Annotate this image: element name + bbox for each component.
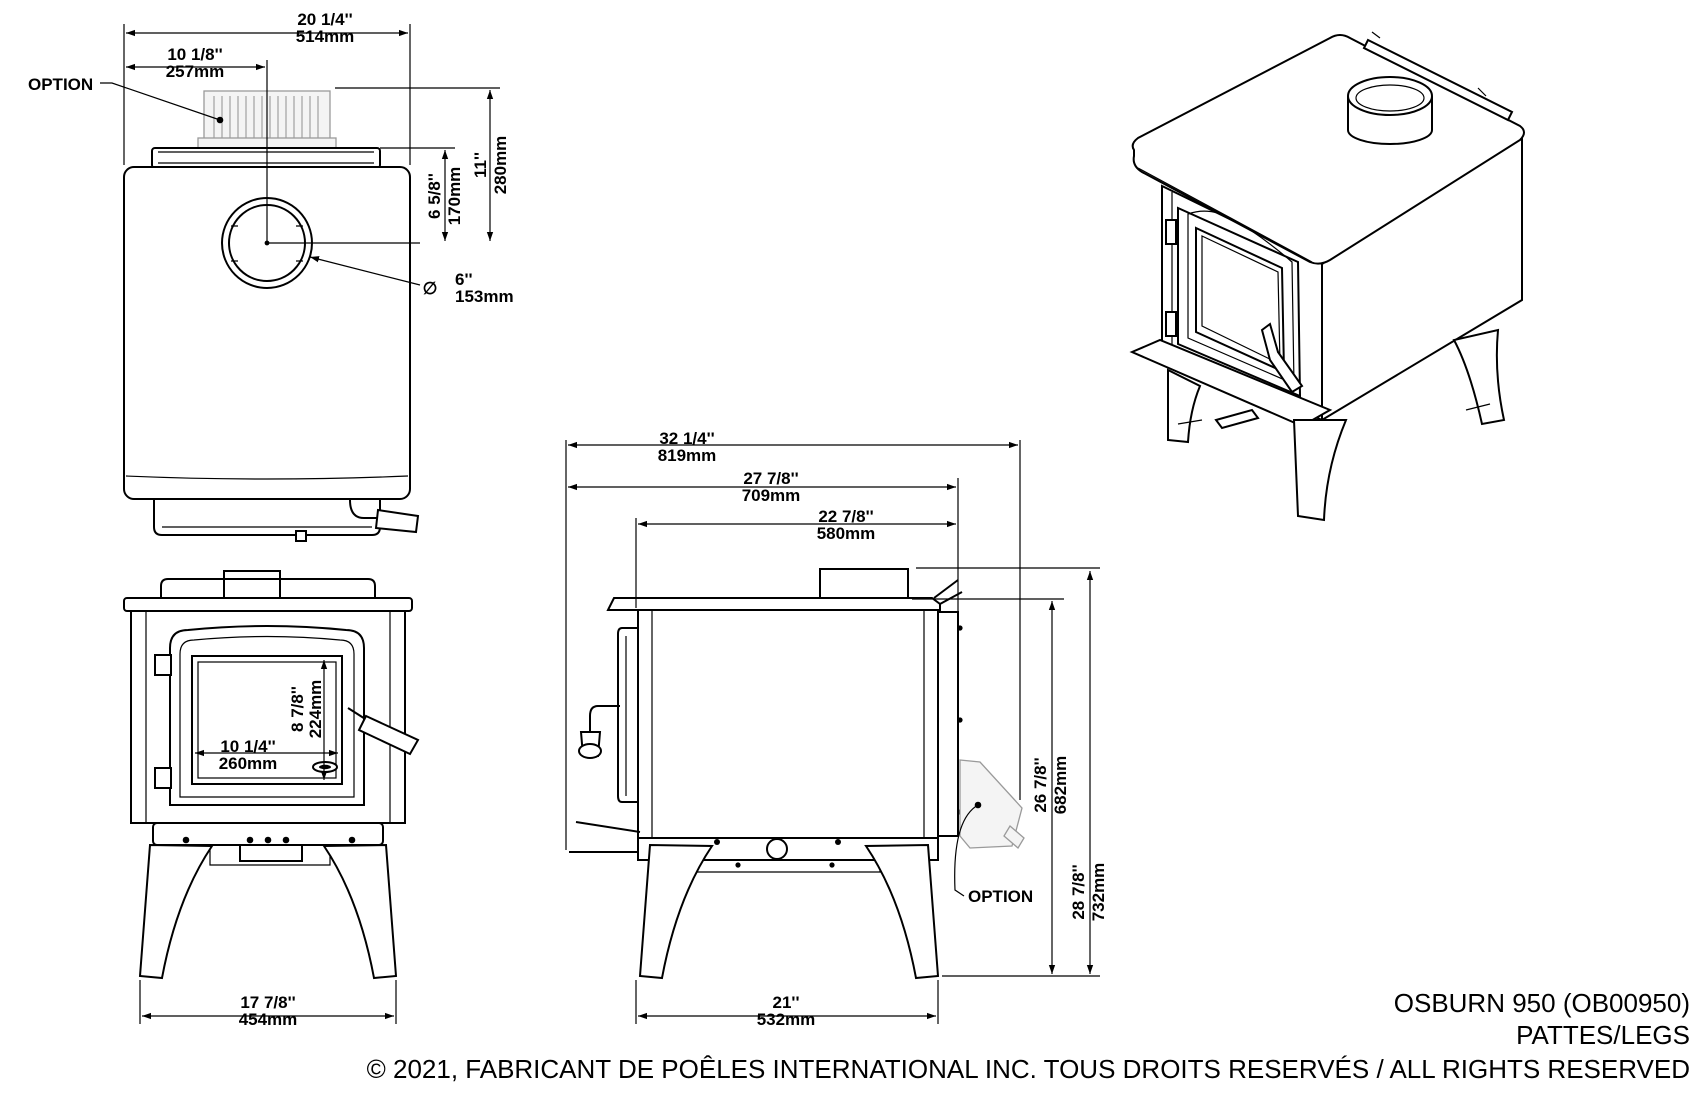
dim-side-leg-depth-imperial: 21'': [773, 993, 800, 1012]
dim-front-leg-width-metric: 454mm: [239, 1010, 298, 1029]
isometric-view: [1129, 31, 1525, 522]
dim-front-glass-width-metric: 260mm: [219, 754, 278, 773]
dim-side-depth-metric: 709mm: [742, 486, 801, 505]
dim-top-width-metric: 514mm: [296, 27, 355, 46]
dim-top-option-depth-imperial: 11'': [471, 152, 490, 178]
dim-front-glass-height-imperial: 8 7/8'': [288, 686, 307, 732]
dim-side-overall-depth-imperial: 32 1/4'': [659, 429, 714, 448]
dim-flue-diameter-imperial: 6'': [455, 270, 473, 289]
side-leg-rear: [864, 843, 940, 980]
front-leg-left: [138, 843, 214, 980]
dim-top-width-imperial: 20 1/4'': [297, 10, 352, 29]
dim-side-body-depth-metric: 580mm: [817, 524, 876, 543]
label-option-top: OPTION: [28, 75, 93, 94]
side-option-heat-shield: [959, 759, 1025, 849]
dim-front-glass-width-imperial: 10 1/4'': [220, 737, 275, 756]
dim-top-flue-x-imperial: 10 1/8'': [167, 45, 222, 64]
label-option-side: OPTION: [968, 887, 1033, 906]
dim-side-flue-height-metric: 682mm: [1051, 756, 1070, 815]
front-door: [154, 625, 420, 806]
side-view: 32 1/4'' 819mm 27 7/8'' 709mm 22 7/8'' 5…: [565, 429, 1108, 1029]
title-block: OSBURN 950 (OB00950) PATTES/LEGS © 2021,…: [367, 988, 1690, 1084]
dim-side-overall-height-imperial: 28 7/8'': [1069, 864, 1088, 919]
front-top-plate: [123, 597, 413, 612]
flue-diameter-symbol: ∅: [423, 279, 438, 298]
dim-top-flue-back-imperial: 6 5/8'': [425, 173, 444, 219]
footer-model: OSBURN 950 (OB00950): [1394, 988, 1690, 1018]
dim-top-flue-x-metric: 257mm: [166, 62, 225, 81]
dim-side-overall-depth-metric: 819mm: [658, 446, 717, 465]
side-body: [637, 609, 939, 839]
side-top-plate: [606, 597, 941, 611]
dim-flue-diameter-metric: 153mm: [455, 287, 514, 306]
dim-side-body-depth-imperial: 22 7/8'': [818, 507, 873, 526]
footer-copyright: © 2021, FABRICANT DE POÊLES INTERNATIONA…: [367, 1054, 1690, 1084]
top-view: 20 1/4'' 514mm 10 1/8'' 257mm 6 5/8'' 17…: [28, 10, 514, 542]
side-leg-front: [638, 843, 714, 980]
front-leg-right: [322, 843, 398, 980]
dim-front-leg-width-imperial: 17 7/8'': [240, 993, 295, 1012]
dim-side-leg-depth-metric: 532mm: [757, 1010, 816, 1029]
dim-top-option-depth-metric: 280mm: [491, 136, 510, 195]
front-view: 10 1/4'' 260mm 8 7/8'' 224mm 17 7/8'' 45…: [123, 570, 420, 1029]
dim-side-flue-height-imperial: 26 7/8'': [1031, 757, 1050, 812]
footer-variant: PATTES/LEGS: [1516, 1020, 1690, 1050]
top-flue-collar: [221, 60, 420, 289]
dim-front-glass-height-metric: 224mm: [306, 680, 325, 739]
dim-top-flue-back-metric: 170mm: [445, 167, 464, 226]
dim-side-depth-imperial: 27 7/8'': [743, 469, 798, 488]
iso-door: [1165, 206, 1304, 398]
dim-side-overall-height-metric: 732mm: [1089, 863, 1108, 922]
